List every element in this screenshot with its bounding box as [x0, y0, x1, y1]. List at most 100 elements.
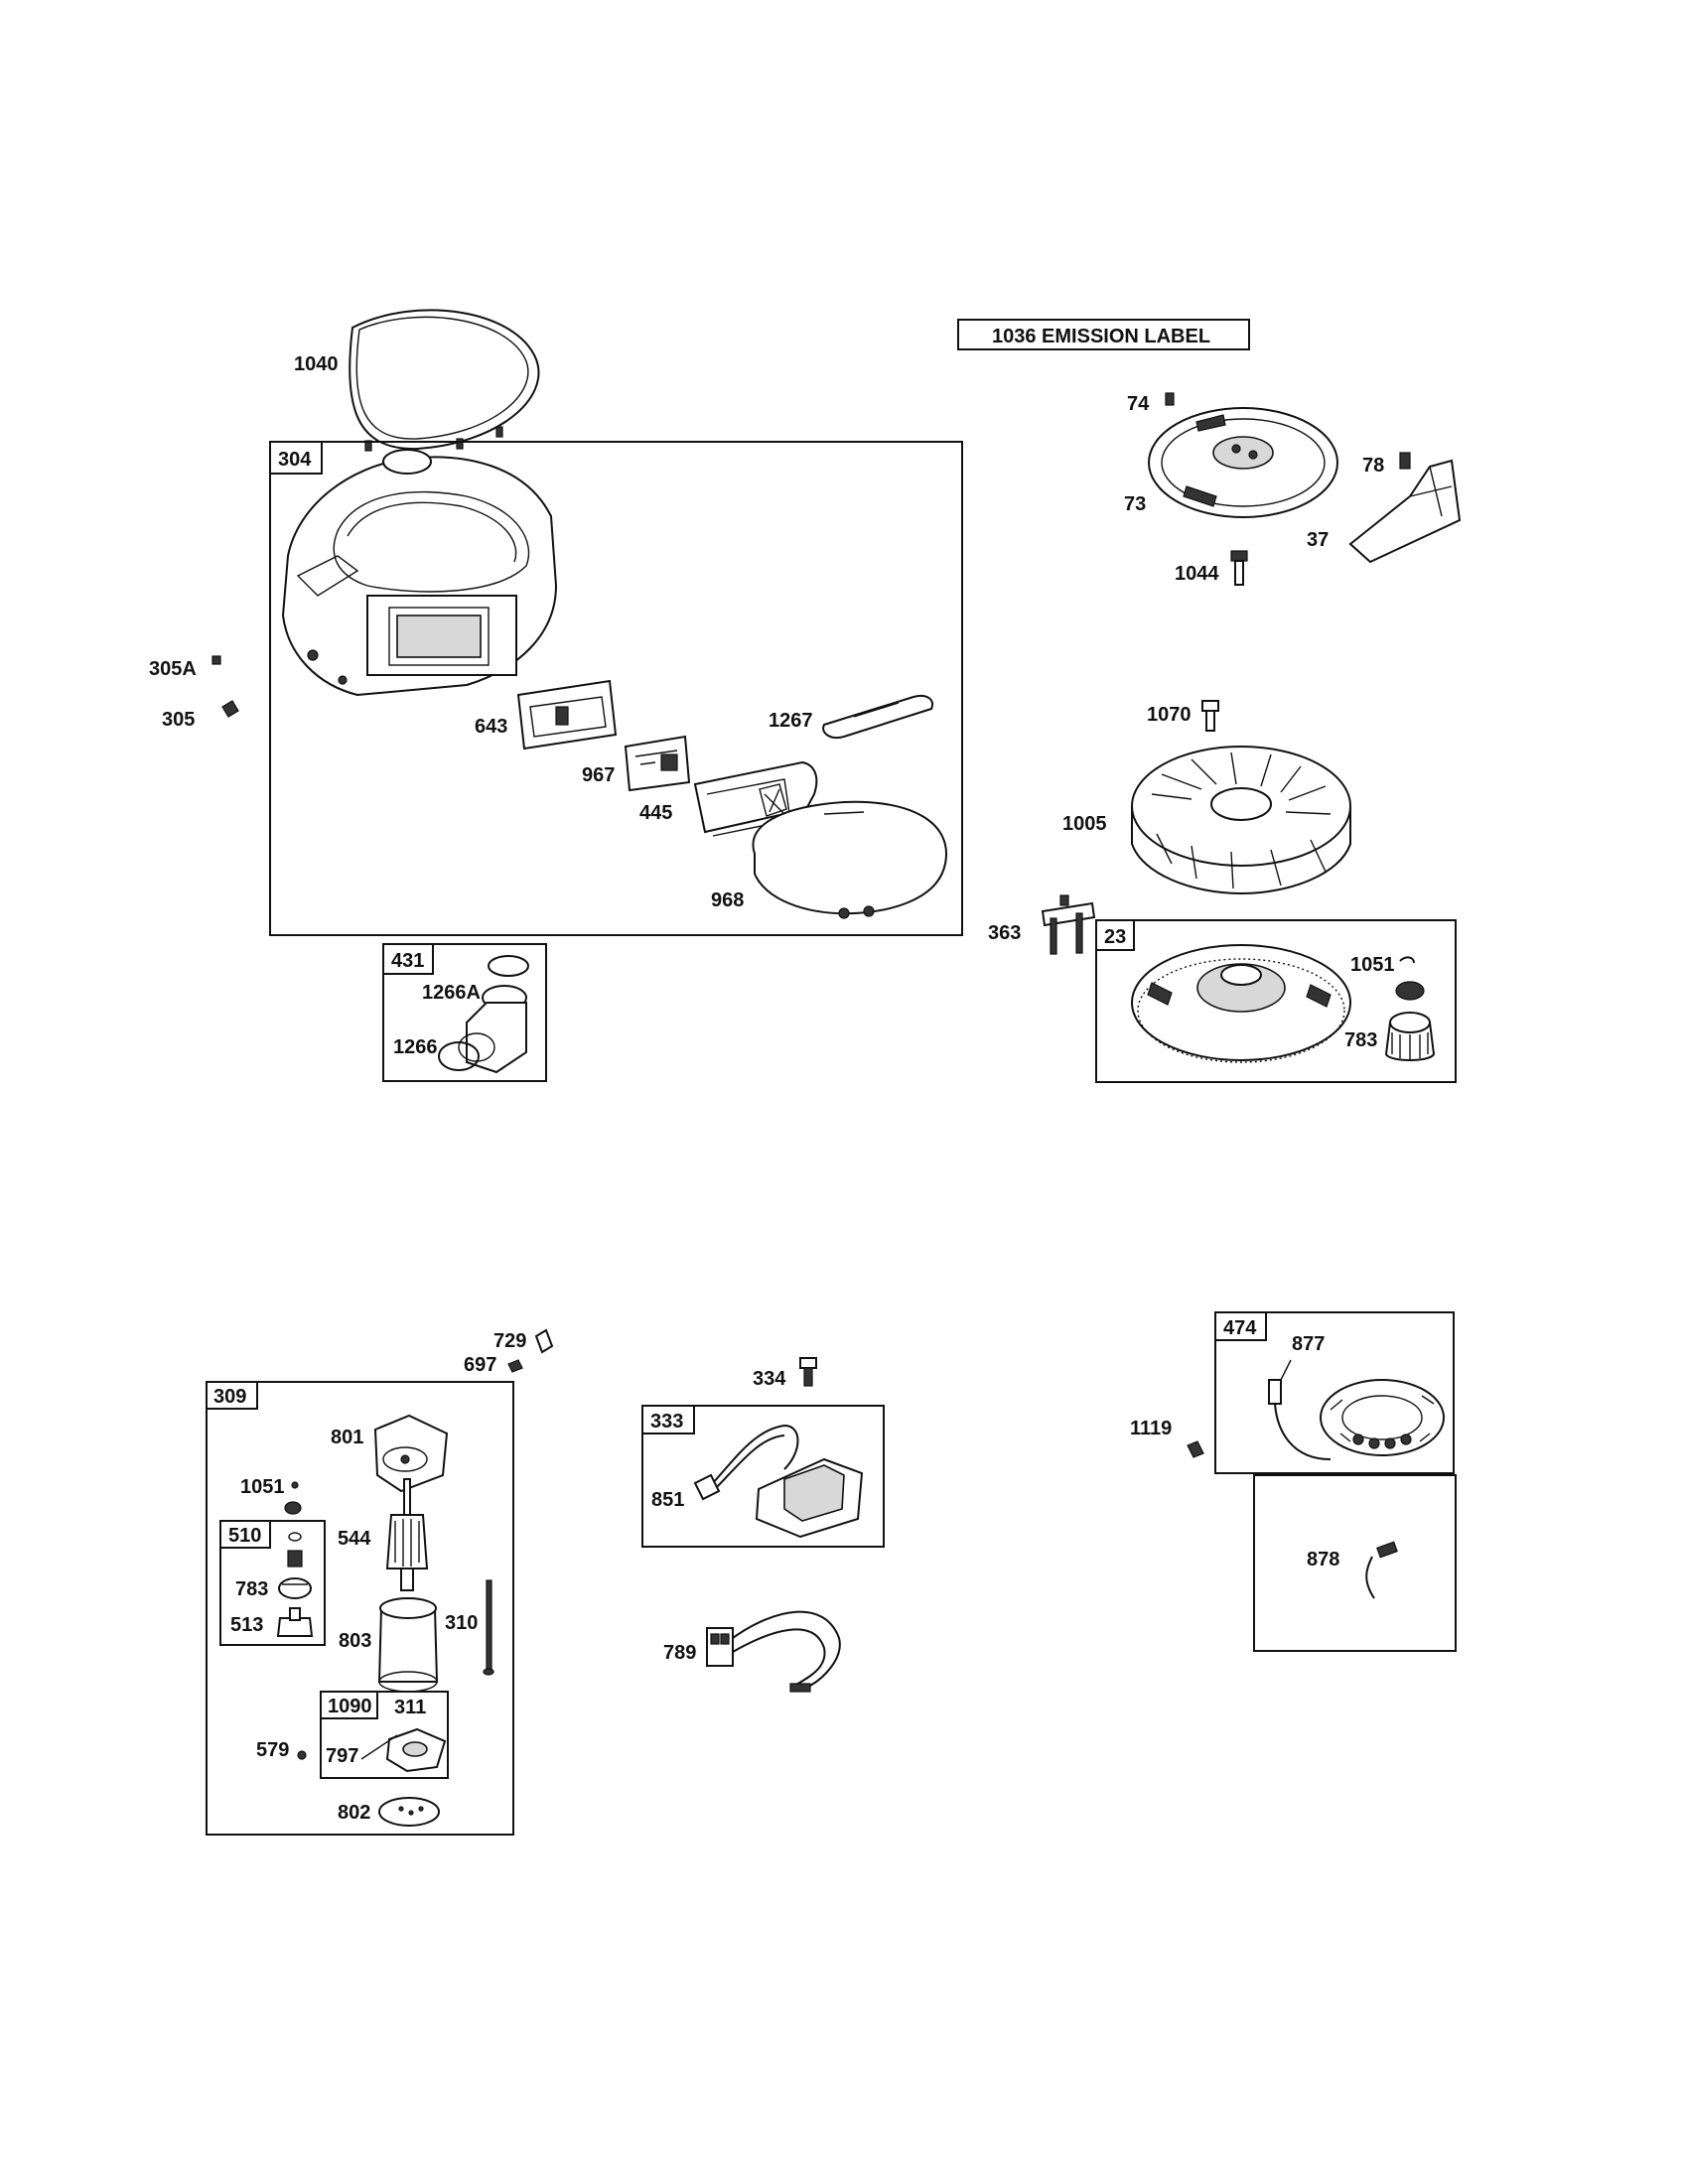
part-802-end-plate[interactable]: [378, 1797, 440, 1827]
part-78-screw[interactable]: [1399, 452, 1411, 470]
part-544-armature[interactable]: [385, 1478, 429, 1591]
part-1119-screw[interactable]: [1187, 1440, 1204, 1458]
label-967: 967: [582, 764, 615, 786]
label-37: 37: [1307, 529, 1329, 551]
label-1266a: 1266A: [422, 982, 481, 1004]
part-1040-gasket-ring[interactable]: [349, 309, 540, 452]
label-510: 510: [228, 1525, 261, 1547]
part-73-rotating-screen[interactable]: [1148, 407, 1338, 518]
box-510: [219, 1520, 326, 1646]
label-23: 23: [1104, 926, 1126, 948]
part-968-cover[interactable]: [752, 800, 947, 919]
label-1051-flywheel: 1051: [1350, 954, 1395, 976]
part-1051-clip-starter[interactable]: [291, 1481, 299, 1489]
part-445-air-filter[interactable]: [693, 760, 818, 837]
label-309: 309: [213, 1386, 246, 1408]
label-431: 431: [391, 950, 424, 972]
part-729-washer[interactable]: [534, 1328, 554, 1354]
part-967-label[interactable]: [624, 735, 691, 792]
label-78: 78: [1362, 455, 1384, 477]
label-334: 334: [753, 1368, 786, 1390]
label-363: 363: [988, 922, 1021, 944]
part-1044-bolt[interactable]: [1230, 550, 1248, 586]
label-304: 304: [278, 449, 312, 471]
box-304-tag: [269, 441, 323, 475]
label-729: 729: [493, 1330, 526, 1352]
label-803: 803: [339, 1630, 371, 1652]
part-801-end-cap[interactable]: [373, 1414, 449, 1493]
part-1005-fan[interactable]: [1131, 746, 1351, 895]
part-305-screw[interactable]: [221, 700, 239, 718]
label-73: 73: [1124, 493, 1146, 515]
part-431-elbow[interactable]: [438, 955, 529, 1074]
part-23-flywheel[interactable]: [1131, 944, 1351, 1063]
box-309-tag: [206, 1381, 258, 1410]
label-968: 968: [711, 889, 744, 911]
part-74-screw[interactable]: [1165, 392, 1175, 406]
label-797: 797: [326, 1745, 358, 1767]
label-801: 801: [331, 1427, 363, 1448]
box-23-tag: [1095, 919, 1135, 951]
label-1266: 1266: [393, 1036, 438, 1058]
part-starter-washer[interactable]: [284, 1501, 302, 1515]
label-1005: 1005: [1062, 813, 1107, 835]
label-333: 333: [650, 1411, 683, 1433]
label-305: 305: [162, 709, 195, 731]
label-513: 513: [230, 1614, 263, 1636]
part-1051-clip[interactable]: [1399, 956, 1415, 964]
emission-label-box[interactable]: 1036 EMISSION LABEL: [957, 319, 1250, 350]
label-1051-starter: 1051: [240, 1476, 285, 1498]
part-510-drive-parts[interactable]: [276, 1532, 314, 1637]
label-802: 802: [338, 1802, 370, 1824]
label-851: 851: [651, 1489, 684, 1511]
box-1090-tag: [320, 1691, 378, 1719]
part-803-housing[interactable]: [377, 1597, 439, 1693]
part-474-alternator[interactable]: [1268, 1359, 1445, 1460]
part-783-gear[interactable]: [1384, 981, 1436, 1061]
box-23: [1095, 919, 1457, 1083]
label-74: 74: [1127, 393, 1150, 415]
part-334-bolt[interactable]: [799, 1357, 817, 1387]
label-1036: 1036 EMISSION LABEL: [992, 326, 1210, 347]
part-878-wire[interactable]: [1365, 1541, 1398, 1599]
part-305a-screw[interactable]: [211, 655, 221, 665]
box-431-tag: [382, 943, 434, 975]
label-783-starter: 783: [235, 1578, 268, 1600]
part-blower-housing[interactable]: [281, 449, 558, 697]
label-697: 697: [464, 1354, 496, 1376]
label-1090: 1090: [328, 1696, 372, 1717]
box-333: [641, 1405, 885, 1548]
label-1044: 1044: [1175, 563, 1219, 585]
box-333-tag: [641, 1405, 695, 1434]
label-445: 445: [639, 802, 672, 824]
label-1267: 1267: [769, 710, 813, 732]
part-310-through-bolt[interactable]: [483, 1579, 494, 1676]
part-363-bracket[interactable]: [1041, 894, 1096, 955]
label-783-flywheel: 783: [1344, 1029, 1377, 1051]
part-789-wire-harness[interactable]: [706, 1610, 841, 1693]
label-310: 310: [445, 1612, 478, 1634]
box-1090: [320, 1691, 449, 1779]
label-1040: 1040: [294, 353, 339, 375]
part-1267-handle[interactable]: [822, 695, 933, 739]
part-37-guard[interactable]: [1348, 459, 1462, 564]
part-851-terminal[interactable]: [693, 1473, 721, 1501]
box-510-tag: [219, 1520, 271, 1549]
part-333-ignition-armature[interactable]: [710, 1424, 864, 1539]
box-304: [269, 441, 963, 936]
part-697-screw[interactable]: [507, 1359, 523, 1373]
part-579-nut[interactable]: [297, 1750, 307, 1760]
label-877: 877: [1292, 1333, 1325, 1355]
part-797-brush-assembly[interactable]: [360, 1727, 447, 1773]
box-474: [1214, 1311, 1455, 1474]
box-431: [382, 943, 547, 1082]
label-878: 878: [1307, 1549, 1339, 1570]
label-474: 474: [1223, 1317, 1257, 1339]
box-474-tag: [1214, 1311, 1267, 1341]
label-1119: 1119: [1130, 1418, 1172, 1439]
part-643-baffle[interactable]: [516, 679, 618, 751]
part-1070-bolt[interactable]: [1201, 700, 1219, 732]
label-311: 311: [394, 1697, 426, 1718]
label-579: 579: [256, 1739, 289, 1761]
